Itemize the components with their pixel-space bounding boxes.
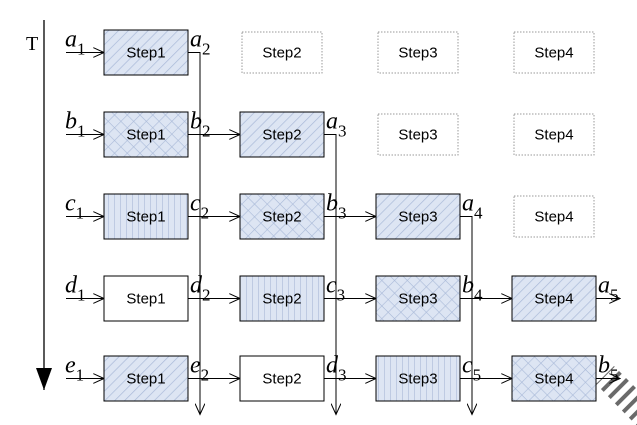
- step-label: Step4: [534, 371, 573, 388]
- step-box: Step1: [103, 275, 189, 322]
- step-label: Step3: [398, 291, 437, 308]
- step-box: Step2: [241, 31, 323, 74]
- step-label: Step2: [262, 291, 301, 308]
- step-frame: [511, 275, 597, 322]
- step-box: Step2: [239, 275, 325, 322]
- time-axis-label: T: [26, 33, 38, 55]
- step-label: Step2: [262, 45, 301, 62]
- step-label: Step4: [534, 127, 573, 144]
- pipeline-arrow: [188, 52, 240, 135]
- step-label: Step2: [262, 371, 301, 388]
- signal-labels: a1 b1 c1 d1 e1 a2 b2 a3 c2 b3 a4 d2 c3 b4 a5 e2 d3 c5 b5: [65, 27, 619, 385]
- step-box: Step1: [103, 193, 189, 240]
- stage-output-label: e2: [190, 353, 209, 385]
- stage-output-label: b2: [190, 109, 211, 141]
- step-box: Step4: [513, 195, 595, 238]
- step-box: Step4: [513, 113, 595, 156]
- pipeline-arrow: [324, 134, 376, 217]
- step-frame: [103, 193, 189, 240]
- stage-output-label: c3: [326, 273, 345, 305]
- step-box: Step3: [375, 355, 461, 402]
- idle-step-frame: [377, 113, 459, 156]
- step-box: Step3: [377, 31, 459, 74]
- step-frame: [239, 111, 325, 158]
- step-box: Step4: [511, 355, 597, 402]
- step-frame: [239, 275, 325, 322]
- idle-step-frame: [513, 113, 595, 156]
- stage-output-label: d3: [326, 353, 347, 385]
- step-frame: [511, 355, 597, 402]
- step-label: Step2: [262, 209, 301, 226]
- step-frame: [103, 111, 189, 158]
- step-label: Step3: [398, 209, 437, 226]
- step-box: Step4: [511, 275, 597, 322]
- idle-step-frame: [513, 31, 595, 74]
- step-frame: [375, 193, 461, 240]
- step-label: Step1: [126, 127, 165, 144]
- pipeline-arrow: [324, 298, 376, 379]
- stage-output-label: a3: [326, 109, 347, 141]
- step-box: Step1: [103, 111, 189, 158]
- idle-step-frame: [241, 31, 323, 74]
- idle-step-frame: [377, 31, 459, 74]
- step-box: Step3: [375, 275, 461, 322]
- step-frame: [103, 29, 189, 76]
- pipeline-arrow: [188, 298, 240, 379]
- corner-stripe: [596, 366, 637, 425]
- input-signal-label: e1: [65, 353, 84, 385]
- step-label: Step4: [534, 209, 573, 226]
- pipeline-arrow: [188, 134, 240, 217]
- stage-output-label: d2: [190, 273, 211, 305]
- input-signal-label: d1: [65, 273, 86, 305]
- stage-output-label: a5: [598, 273, 619, 305]
- step-label: Step4: [534, 45, 573, 62]
- stage-output-label: b3: [326, 191, 347, 223]
- step-box: Step1: [103, 355, 189, 402]
- step-label: Step1: [126, 45, 165, 62]
- next-cycle-arrow: [188, 378, 200, 415]
- next-cycle-arrow: [324, 378, 336, 415]
- input-signal-label: a1: [65, 27, 86, 59]
- step-label: Step2: [262, 127, 301, 144]
- step-box: Step2: [239, 355, 325, 402]
- step-frame: [375, 355, 461, 402]
- pipeline-arrow: [324, 216, 376, 299]
- idle-step-frame: [513, 195, 595, 238]
- time-axis: T: [26, 20, 52, 390]
- step-box: Step3: [377, 113, 459, 156]
- pipeline-arrow: [460, 298, 512, 379]
- step-box: Step3: [375, 193, 461, 240]
- step-box: Step1: [103, 29, 189, 76]
- pipeline-arrow: [460, 216, 512, 299]
- step-label: Step4: [534, 291, 573, 308]
- next-cycle-arrow: [460, 378, 472, 415]
- step-frame: [239, 193, 325, 240]
- step-label: Step1: [126, 291, 165, 308]
- stage-output-label: b5: [598, 353, 619, 385]
- step-box: Step2: [239, 111, 325, 158]
- pipeline-arrow: [188, 216, 240, 299]
- input-signal-label: c1: [65, 191, 84, 223]
- input-signal-label: b1: [65, 109, 86, 141]
- step-frame: [239, 355, 325, 402]
- step-frame: [103, 275, 189, 322]
- stage-output-label: c5: [462, 353, 481, 385]
- stage-output-label: a2: [190, 27, 211, 59]
- step-frame: [103, 355, 189, 402]
- step-label: Step3: [398, 45, 437, 62]
- step-box: Step4: [513, 31, 595, 74]
- step-label: Step1: [126, 209, 165, 226]
- step-label: Step3: [398, 127, 437, 144]
- step-frame: [375, 275, 461, 322]
- stage-output-label: a4: [462, 191, 483, 223]
- pipeline-wires: [66, 53, 620, 415]
- step-box: Step2: [239, 193, 325, 240]
- stage-output-label: c2: [190, 191, 209, 223]
- step-label: Step1: [126, 371, 165, 388]
- stage-output-label: b4: [462, 273, 483, 305]
- step-label: Step3: [398, 371, 437, 388]
